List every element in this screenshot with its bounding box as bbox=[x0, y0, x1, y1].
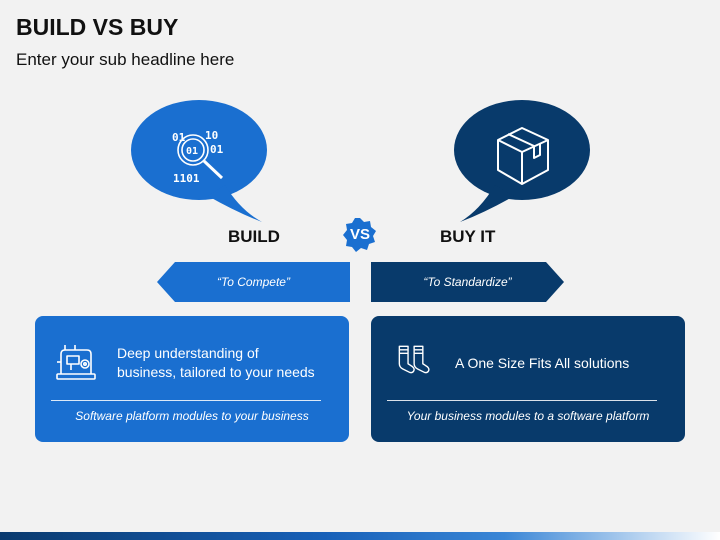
build-card-divider bbox=[51, 400, 321, 401]
buy-card: A One Size Fits All solutions Your busin… bbox=[371, 316, 685, 442]
build-card-text-line1: Deep understanding of bbox=[117, 345, 259, 361]
build-card-footer: Software platform modules to your busine… bbox=[75, 409, 309, 423]
build-speech-bubble bbox=[131, 100, 267, 222]
icon-digits-bottom: 1101 bbox=[173, 172, 200, 185]
vs-badge bbox=[343, 218, 376, 252]
buy-ribbon: “To Standardize” bbox=[371, 262, 564, 302]
icon-digits-right: 01 bbox=[210, 143, 224, 156]
buy-card-footer: Your business modules to a software plat… bbox=[406, 409, 650, 423]
slide-title: BUILD VS BUY bbox=[16, 14, 179, 40]
binary-magnifier-icon: 01 10 01 01 1101 bbox=[172, 129, 224, 185]
build-card-text: Deep understanding of business, tailored… bbox=[117, 344, 315, 382]
icon-digits-top-right: 10 bbox=[205, 129, 218, 142]
buy-card-divider bbox=[387, 400, 657, 401]
sewing-machine-icon bbox=[56, 345, 96, 380]
icon-digits-top-left: 01 bbox=[172, 131, 186, 144]
buy-speech-bubble bbox=[454, 100, 590, 222]
buy-label: BUY IT bbox=[440, 227, 496, 246]
build-card-text-line2: business, tailored to your needs bbox=[117, 364, 315, 380]
package-box-icon bbox=[497, 127, 549, 185]
build-card: Deep understanding of business, tailored… bbox=[35, 316, 349, 442]
build-label: BUILD bbox=[228, 227, 280, 246]
socks-icon bbox=[398, 345, 430, 374]
icon-digits-center: 01 bbox=[186, 146, 198, 157]
build-ribbon: “To Compete” bbox=[157, 262, 350, 302]
buy-card-text: A One Size Fits All solutions bbox=[455, 355, 630, 371]
bottom-accent-bar bbox=[0, 532, 720, 540]
vs-text: VS bbox=[349, 226, 370, 243]
slide-subtitle: Enter your sub headline here bbox=[16, 50, 235, 69]
